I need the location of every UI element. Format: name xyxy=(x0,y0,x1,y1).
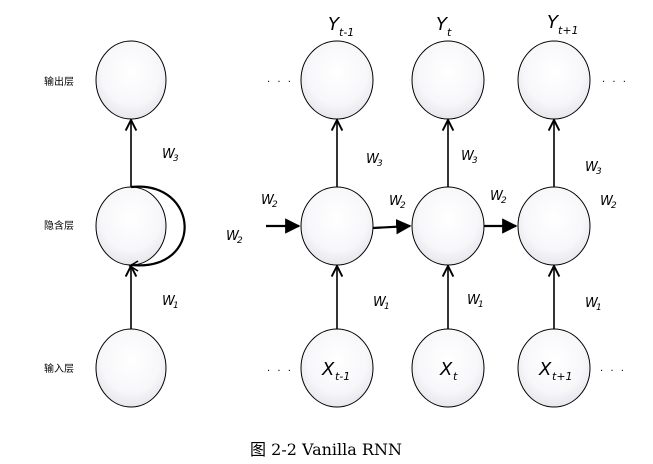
svg-text:W: W xyxy=(585,296,599,311)
input-layer-label: 输入层 xyxy=(44,362,74,375)
svg-text:3: 3 xyxy=(173,154,179,164)
svg-text:Y: Y xyxy=(328,14,341,35)
svg-text:W: W xyxy=(389,194,403,209)
svg-text:2: 2 xyxy=(272,200,278,210)
svg-text:1: 1 xyxy=(384,302,390,312)
svg-text:t: t xyxy=(447,26,452,39)
ellipsis-input-right: · · · xyxy=(600,366,626,377)
svg-text:W: W xyxy=(600,194,614,209)
output-label-t-minus-1: Y t-1 xyxy=(328,14,354,39)
svg-text:W: W xyxy=(366,152,380,167)
svg-text:1: 1 xyxy=(596,303,602,313)
folded-w3-label: W 3 xyxy=(162,147,179,164)
svg-text:W: W xyxy=(461,149,475,164)
svg-text:W: W xyxy=(467,293,481,308)
input-node-t-plus-1 xyxy=(517,328,591,408)
output-label-t-plus-1: Y t+1 xyxy=(547,12,579,37)
svg-text:3: 3 xyxy=(377,159,383,169)
svg-text:2: 2 xyxy=(501,196,507,206)
svg-text:t+1: t+1 xyxy=(552,370,573,383)
folded-hidden-node xyxy=(95,186,167,266)
folded-output-node xyxy=(95,40,167,120)
w2-label-outgoing: W 2 xyxy=(600,194,617,211)
w3-label-t-minus-1: W 3 xyxy=(366,152,383,169)
hidden-node-t xyxy=(411,186,485,266)
svg-text:2: 2 xyxy=(237,236,243,246)
input-label-t-plus-1: X t+1 xyxy=(538,359,573,383)
svg-text:Y: Y xyxy=(436,14,449,35)
hidden-node-t-minus-1 xyxy=(300,186,374,266)
w2-label-t-minus-1: W 2 xyxy=(261,193,278,210)
w3-label-t: W 3 xyxy=(461,149,478,166)
w2-label-incoming: W 2 xyxy=(226,229,243,246)
hidden-node-t-plus-1 xyxy=(517,186,591,266)
output-layer-label: 输出层 xyxy=(44,75,74,88)
svg-text:X: X xyxy=(439,359,453,380)
recurrent-self-loop xyxy=(130,185,186,267)
ellipsis-input-left: · · · xyxy=(267,366,293,377)
svg-text:X: X xyxy=(538,359,552,380)
folded-w1-label: W 1 xyxy=(162,294,179,311)
folded-input-node xyxy=(95,328,167,408)
svg-text:2: 2 xyxy=(611,201,617,211)
svg-text:W: W xyxy=(585,160,599,175)
w3-label-t-plus-1: W 3 xyxy=(585,160,602,177)
svg-text:W: W xyxy=(162,294,176,309)
output-node-t-plus-1 xyxy=(517,40,591,120)
w1-label-t-minus-1: W 1 xyxy=(373,295,390,312)
ellipsis-output-right: · · · xyxy=(602,77,628,88)
svg-text:Y: Y xyxy=(547,12,560,33)
svg-text:t: t xyxy=(453,370,458,383)
svg-text:1: 1 xyxy=(478,300,484,310)
output-node-t xyxy=(411,40,485,120)
svg-text:1: 1 xyxy=(173,301,179,311)
svg-text:2: 2 xyxy=(400,201,406,211)
svg-text:W: W xyxy=(373,295,387,310)
w2-label-t-plus-1: W 2 xyxy=(490,189,507,206)
input-label-t: X t xyxy=(439,359,458,383)
w2-label-t: W 2 xyxy=(389,194,406,211)
w1-label-t: W 1 xyxy=(467,293,484,310)
svg-text:3: 3 xyxy=(596,167,602,177)
output-label-t: Y t xyxy=(436,14,452,39)
input-node-t-minus-1 xyxy=(300,328,374,408)
input-label-t-minus-1: X t-1 xyxy=(321,359,350,383)
svg-text:W: W xyxy=(162,147,176,162)
svg-text:W: W xyxy=(490,189,504,204)
ellipsis-output-left: · · · xyxy=(267,77,293,88)
svg-text:t+1: t+1 xyxy=(558,24,579,37)
hidden-layer-label: 隐含层 xyxy=(44,219,74,232)
svg-text:t-1: t-1 xyxy=(339,26,354,39)
svg-text:3: 3 xyxy=(472,156,478,166)
w1-label-t-plus-1: W 1 xyxy=(585,296,602,313)
arrow-hidden-t-minus-1-to-t xyxy=(372,219,412,235)
svg-text:W: W xyxy=(226,229,240,244)
svg-text:X: X xyxy=(321,359,335,380)
svg-text:t-1: t-1 xyxy=(335,370,350,383)
figure-caption: 图 2-2 Vanilla RNN xyxy=(250,440,402,459)
output-node-t-minus-1 xyxy=(300,40,374,120)
svg-text:W: W xyxy=(261,193,275,208)
